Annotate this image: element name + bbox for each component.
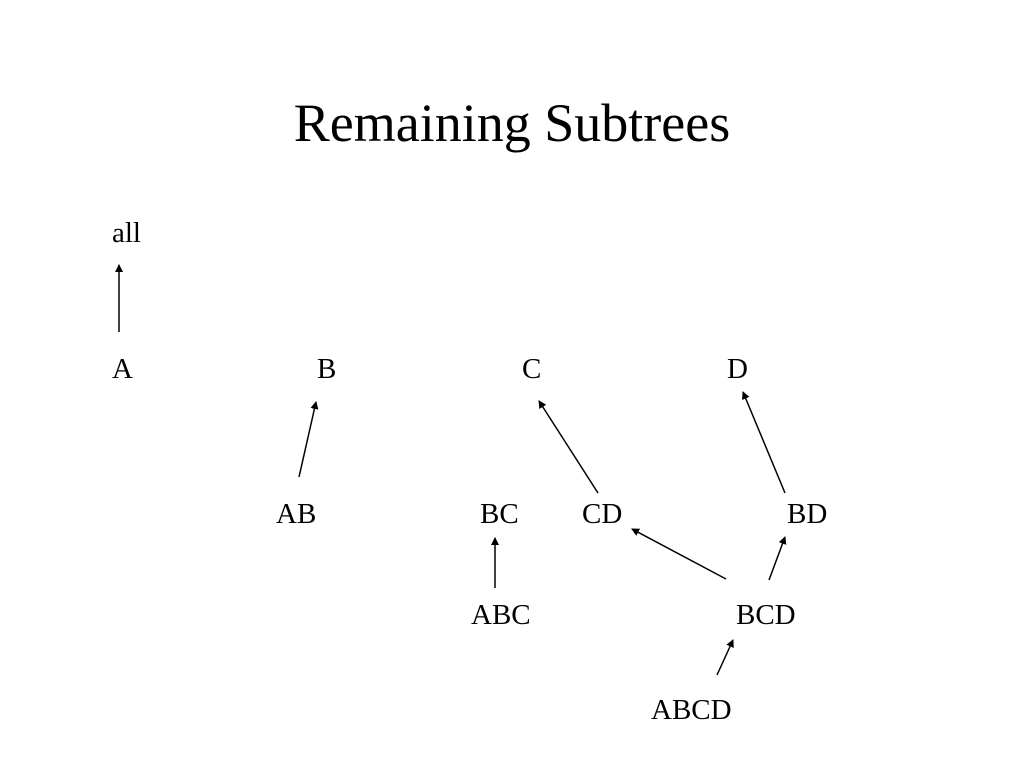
node-all: all [112, 217, 141, 249]
node-c: C [522, 353, 542, 385]
node-abc: ABC [471, 599, 531, 631]
node-b: B [317, 353, 337, 385]
node-bcd: BCD [736, 599, 796, 631]
node-d: D [727, 353, 748, 385]
edge-ab-to-b [298, 401, 319, 478]
node-bd: BD [787, 498, 828, 530]
node-cd: CD [582, 498, 623, 530]
edge-bcd-to-cd [631, 528, 727, 580]
slide-title: Remaining Subtrees [293, 93, 731, 153]
node-a: A [112, 353, 133, 385]
edge-cd-to-c [538, 400, 599, 494]
node-ab: AB [276, 498, 317, 530]
edge-abcd-to-bcd [716, 639, 734, 676]
edge-bd-to-d [741, 391, 786, 494]
node-abcd: ABCD [651, 694, 732, 726]
edge-bcd-to-bd [768, 536, 787, 581]
node-bc: BC [480, 498, 519, 530]
